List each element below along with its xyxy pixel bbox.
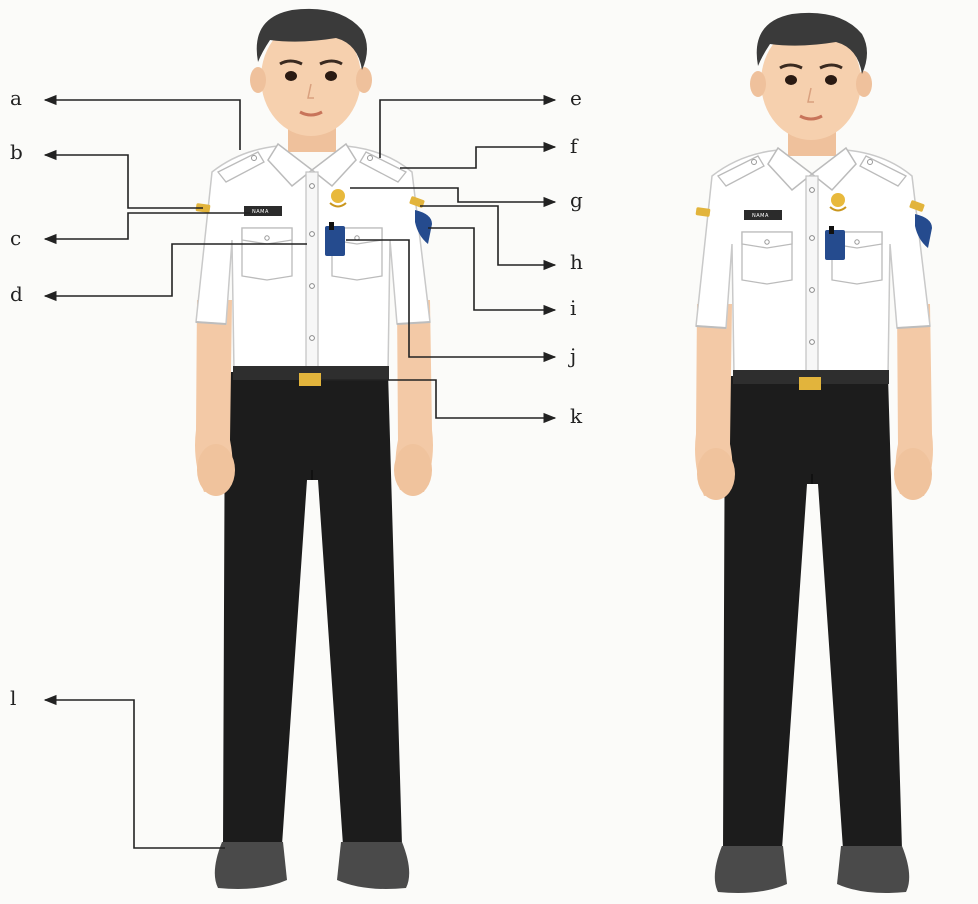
leader-b xyxy=(43,149,203,209)
leader-h xyxy=(420,205,557,271)
figure-labeled: NAMA xyxy=(193,7,435,891)
label-h: h xyxy=(570,250,583,274)
label-i: i xyxy=(570,296,577,320)
leader-lines xyxy=(43,94,557,849)
figure-plain: NAMA xyxy=(693,11,935,895)
leader-l xyxy=(43,694,225,849)
leader-j xyxy=(346,239,557,363)
label-d: d xyxy=(10,282,23,306)
label-l: l xyxy=(10,686,17,710)
leader-d xyxy=(43,243,307,302)
label-k: k xyxy=(570,404,583,428)
label-b: b xyxy=(10,140,23,164)
leader-k xyxy=(322,379,557,424)
label-g: g xyxy=(570,188,583,212)
leader-g xyxy=(350,187,557,208)
label-a: a xyxy=(10,86,22,110)
leader-f xyxy=(400,141,557,169)
leader-a xyxy=(43,94,241,150)
name-tag-text-right: NAMA xyxy=(752,213,769,219)
leader-i xyxy=(428,227,557,316)
label-j: j xyxy=(570,344,577,368)
label-e: e xyxy=(570,86,582,110)
name-tag-text-left: NAMA xyxy=(252,209,269,215)
leader-c xyxy=(43,212,250,245)
label-f: f xyxy=(570,134,578,158)
leader-e xyxy=(379,94,557,158)
label-c: c xyxy=(10,226,22,250)
